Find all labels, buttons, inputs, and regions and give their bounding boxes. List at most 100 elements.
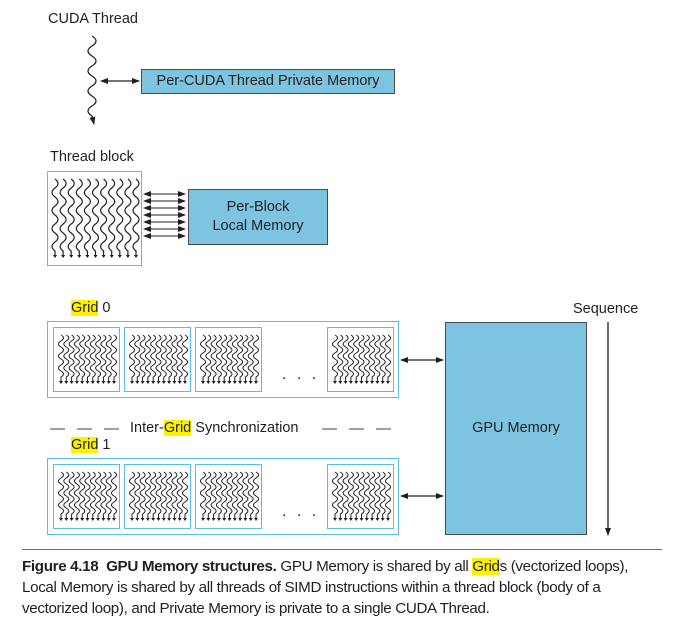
thread-squiggle [363,471,370,518]
sync-prefix: Inter- [130,420,164,436]
thread-arrowhead [151,381,156,384]
thread-arrowhead [238,381,243,384]
thread-squiggle [171,471,178,518]
block-threads [129,471,188,521]
thread-arrowhead [354,381,359,384]
thread-squiggle [67,178,75,255]
thread-squiggle [75,178,83,255]
thread-arrowhead [85,255,90,258]
thread-arrowhead [243,518,248,521]
thread-arrowhead [343,518,348,521]
thread-arrowhead [140,518,145,521]
thread-squiggle [59,178,67,255]
thread-arrowhead [211,381,216,384]
thread-arrowhead [206,518,211,521]
thread-squiggle [332,471,338,518]
thread-squiggle [68,471,75,518]
thread-arrowhead [167,518,172,521]
thread-squiggle [347,471,354,518]
thread-arrowhead [375,518,380,521]
thread-squiggle [226,334,233,381]
thread-squiggle [342,334,349,381]
thread-squiggle [166,471,173,518]
thread-squiggle [221,334,228,381]
thread-squiggle [247,334,254,381]
thread-arrowhead [343,381,348,384]
thread-squiggle [215,334,222,381]
thread-arrowhead [156,518,161,521]
thread-arrowhead [96,381,101,384]
thread-arrowhead [183,518,187,521]
thread-arrowhead [90,518,95,521]
thread-arrowhead [101,381,106,384]
thread-squiggle [89,471,96,518]
thread-squiggle [369,471,376,518]
grid1-label-suffix: 1 [98,437,111,453]
sync-suffix: Synchronization [191,420,299,436]
thread-arrowhead [161,381,166,384]
block-threads [332,471,391,521]
thread-arrowhead [64,518,69,521]
grid1-ellipsis: . . . [282,503,320,520]
thread-arrowhead [364,381,369,384]
thread-squiggle [100,334,107,381]
thread-arrowhead [112,518,116,521]
thread-arrowhead [117,255,122,258]
thread-squiggle [171,334,178,381]
thread-squiggle [139,334,146,381]
thread-arrowhead [201,381,205,384]
thread-arrowhead [206,381,211,384]
block-threads [58,471,117,521]
thread-arrowhead [333,518,337,521]
thread-squiggle [242,471,249,518]
thread-squiggle [91,178,100,255]
thread-arrowhead [69,518,74,521]
thread-arrowhead [156,381,161,384]
thread-arrowhead [359,518,364,521]
thread-arrowhead [227,381,232,384]
thread-squiggle [210,471,217,518]
thread-block-threads [51,178,140,258]
thread-arrowhead [151,518,156,521]
thread-squiggle [353,471,360,518]
thread-arrowhead [254,518,258,521]
thread-squiggle [385,471,391,518]
thread-squiggle [160,334,167,381]
thread-squiggle [166,334,173,381]
thread-squiggle [58,471,64,518]
thread-squiggle [231,471,238,518]
grid1-label-highlight: Grid [71,437,99,453]
thread-squiggle [108,178,116,255]
sync-highlight: Grid [163,420,192,436]
thread-arrowhead [375,381,380,384]
thread-arrowhead [161,518,166,521]
thread-arrowhead [74,518,79,521]
thread-arrowhead [59,518,63,521]
thread-squiggle [150,334,157,381]
cuda-thread-label: CUDA Thread [48,11,138,27]
thread-squiggle [73,334,80,381]
thread-arrowhead [74,381,79,384]
grid1-block-2 [124,464,191,529]
thread-arrowhead [232,518,237,521]
thread-squiggle [205,471,212,518]
thread-squiggle [337,471,344,518]
thread-arrowhead [69,255,74,258]
thread-arrowhead [338,381,343,384]
thread-squiggle [358,334,365,381]
local-memory-label-line1: Per-Block [226,199,290,215]
thread-squiggle [111,334,117,381]
thread-arrowhead [248,381,253,384]
thread-squiggle [347,334,354,381]
grid0-label: Grid 0 [71,300,111,316]
thread-squiggle [129,471,135,518]
thread-squiggle [176,471,183,518]
thread-arrowhead [101,518,106,521]
private-memory-label: Per-CUDA Thread Private Memory [156,73,380,89]
grid1-block-3 [195,464,262,529]
thread-arrowhead [348,518,353,521]
thread-squiggle [116,178,124,255]
thread-arrowhead [216,518,221,521]
thread-squiggle [237,471,244,518]
thread-squiggle [247,471,254,518]
